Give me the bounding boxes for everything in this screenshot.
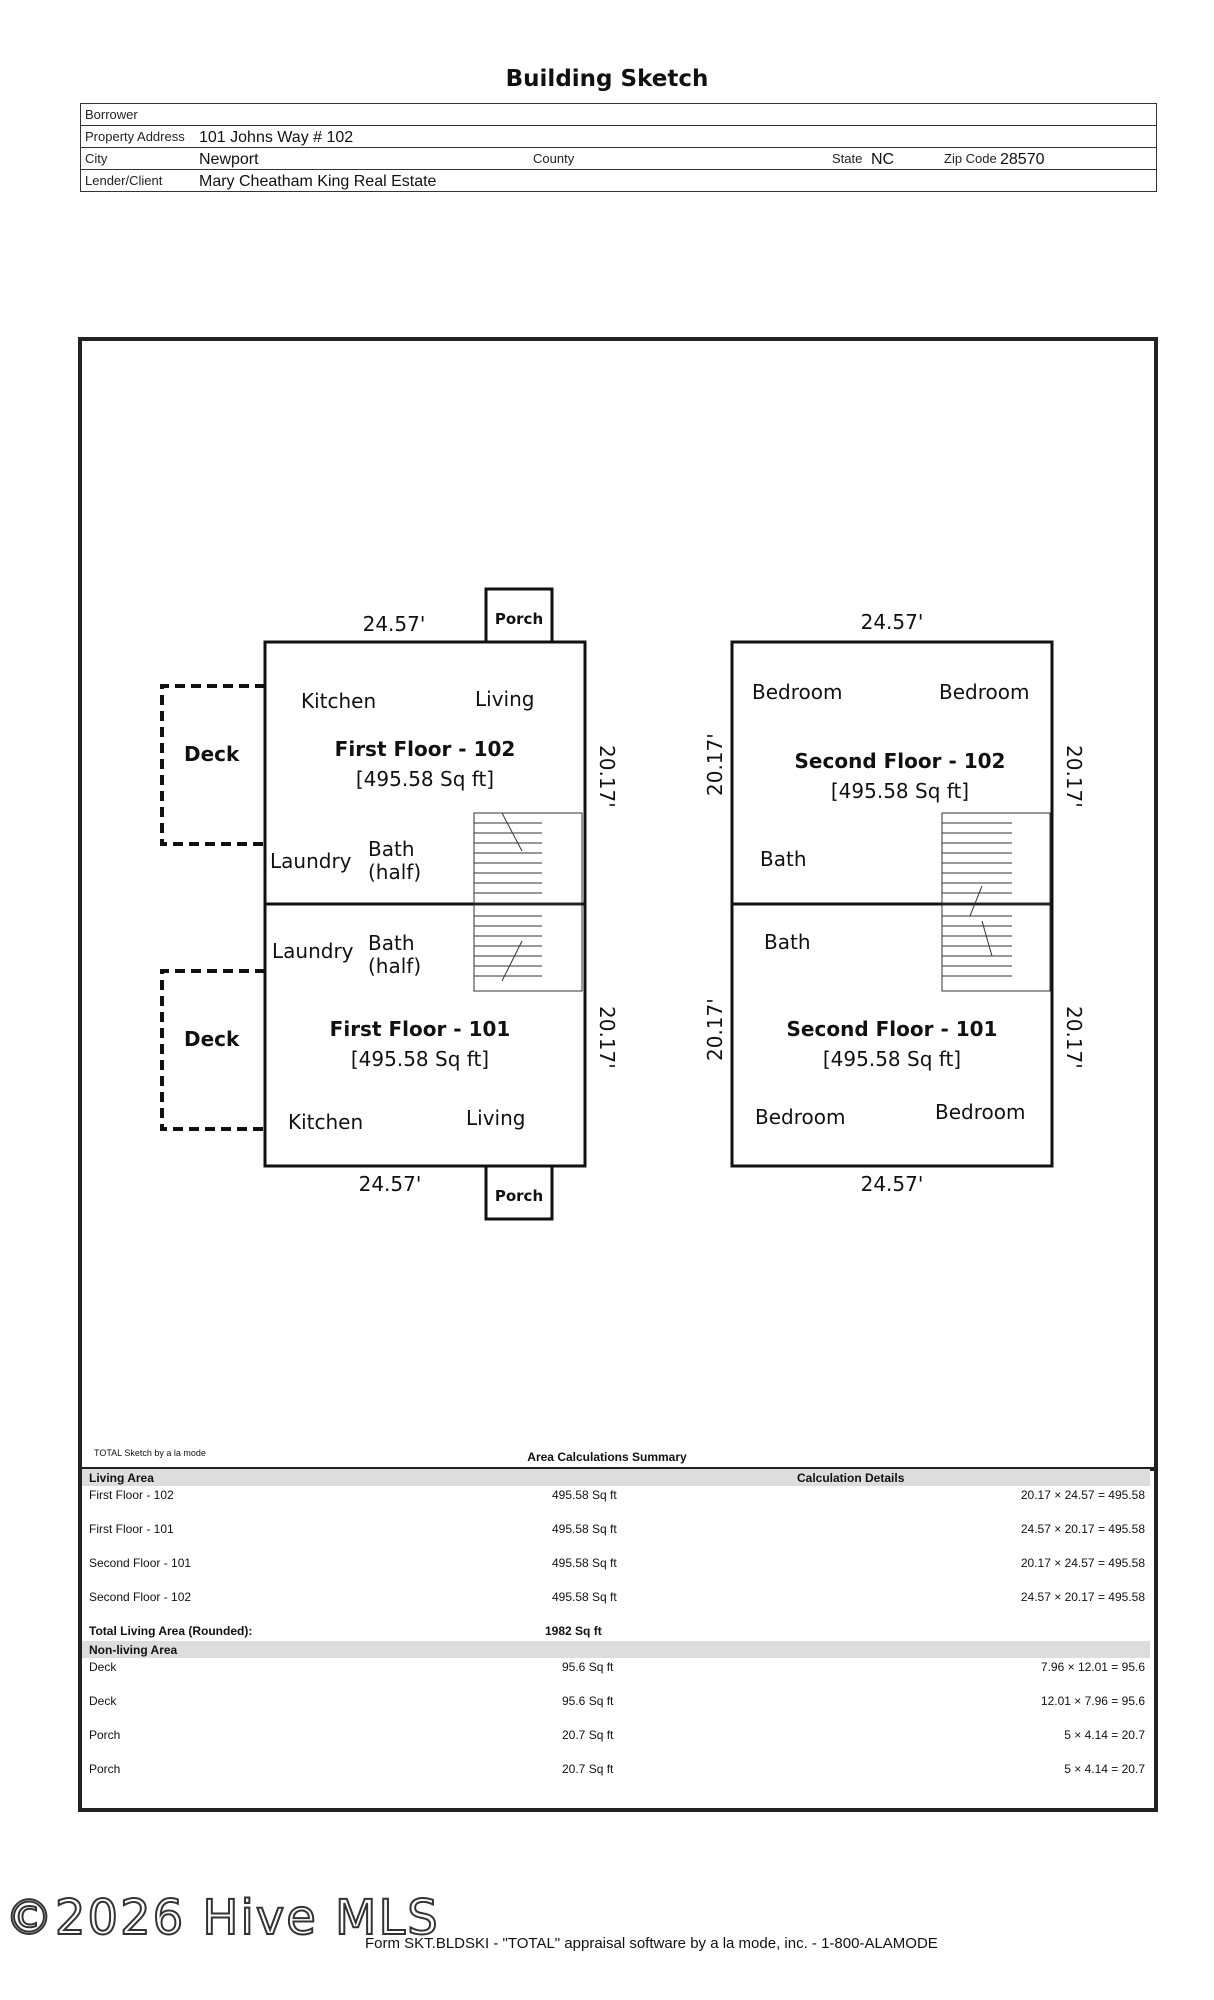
sf101-area: [495.58 Sq ft] <box>823 1047 961 1071</box>
lender-row: Lender/Client Mary Cheatham King Real Es… <box>80 169 1157 192</box>
porch-top-outline <box>484 587 554 644</box>
sf101-name: Second Floor - 101 <box>787 1017 998 1041</box>
non-living-header: Non-living Area <box>82 1641 1150 1658</box>
stairs-second <box>941 812 1051 992</box>
porch-top-label: Porch <box>495 610 543 628</box>
ff101-living: Living <box>466 1106 525 1130</box>
watermark: ©2026 Hive MLS <box>4 1889 440 1947</box>
ff102-dim-top: 24.57' <box>363 612 426 636</box>
ff102-name: First Floor - 102 <box>335 737 516 761</box>
deck-top-label: Deck <box>184 742 240 766</box>
ff101-kitchen: Kitchen <box>288 1110 363 1134</box>
ff102-laundry: Laundry <box>270 849 352 873</box>
porch-bottom-label: Porch <box>495 1187 543 1205</box>
deck-bottom-label: Deck <box>184 1027 240 1051</box>
ff101-name: First Floor - 101 <box>330 1017 511 1041</box>
address-value: 101 Johns Way # 102 <box>199 129 354 146</box>
ff101-dim-bottom: 24.57' <box>359 1172 422 1196</box>
sf102-area: [495.58 Sq ft] <box>831 779 969 803</box>
sketch-credit: TOTAL Sketch by a la mode <box>94 1448 206 1458</box>
deck-top-outline <box>160 684 265 846</box>
header-table: Borrower Property Address 101 Johns Way … <box>80 103 1157 192</box>
sf102-bedroom2: Bedroom <box>939 680 1029 704</box>
ff102-area: [495.58 Sq ft] <box>356 767 494 791</box>
ff101-half: (half) <box>368 954 421 978</box>
ff102-kitchen: Kitchen <box>301 689 376 713</box>
address-row: Property Address 101 Johns Way # 102 <box>80 125 1157 148</box>
borrower-row: Borrower <box>80 103 1157 126</box>
lender-value: Mary Cheatham King Real Estate <box>199 173 437 190</box>
ff102-half: (half) <box>368 860 421 884</box>
sf102-name: Second Floor - 102 <box>795 749 1006 773</box>
sf101-bedroom2: Bedroom <box>935 1100 1025 1124</box>
deck-bottom-outline <box>160 969 265 1131</box>
ff101-laundry: Laundry <box>272 939 354 963</box>
zip-value: 28570 <box>1000 151 1045 168</box>
porch-bottom-outline <box>484 1164 554 1221</box>
second-floor-101-outline <box>730 902 1054 1168</box>
page-title: Building Sketch <box>505 66 709 92</box>
city-row: City Newport County State NC Zip Code 28… <box>80 147 1157 170</box>
city-value: Newport <box>199 151 259 168</box>
sf101-dim-right: 20.17' <box>1062 1006 1086 1069</box>
ff102-dim-side: 20.17' <box>595 745 619 808</box>
sf102-bath: Bath <box>760 847 807 871</box>
sf102-dim-right: 20.17' <box>1062 745 1086 808</box>
sf101-dim-bottom: 24.57' <box>861 1172 924 1196</box>
sf101-bedroom1: Bedroom <box>755 1105 845 1129</box>
sf101-bath: Bath <box>764 930 811 954</box>
area-summary: Living Area Calculation Details First Fl… <box>82 1469 1150 1794</box>
sf102-dim-left: 20.17' <box>703 733 727 796</box>
floor-plan-sketch: 24.57' Porch Kitchen Living First Floor … <box>82 587 1154 1471</box>
sf102-bedroom1: Bedroom <box>752 680 842 704</box>
stairs-first <box>473 812 583 992</box>
total-living-row: Total Living Area (Rounded):1982 Sq ft <box>89 1624 602 1638</box>
sf102-dim-top: 24.57' <box>861 610 924 634</box>
ff101-dim-side: 20.17' <box>595 1006 619 1069</box>
state-value: NC <box>871 151 895 168</box>
ff102-living: Living <box>475 687 534 711</box>
ff101-bath: Bath <box>368 931 415 955</box>
ff101-area: [495.58 Sq ft] <box>351 1047 489 1071</box>
sf101-dim-left: 20.17' <box>703 998 727 1061</box>
summary-title: Area Calculations Summary <box>527 1450 687 1464</box>
living-area-header: Living Area Calculation Details <box>82 1469 1150 1486</box>
ff102-bath: Bath <box>368 837 415 861</box>
first-floor-101-outline <box>263 902 587 1168</box>
sketch-frame: 24.57' Porch Kitchen Living First Floor … <box>78 337 1158 1812</box>
form-footer: Form SKT.BLDSKI - "TOTAL" appraisal soft… <box>365 1935 938 1952</box>
